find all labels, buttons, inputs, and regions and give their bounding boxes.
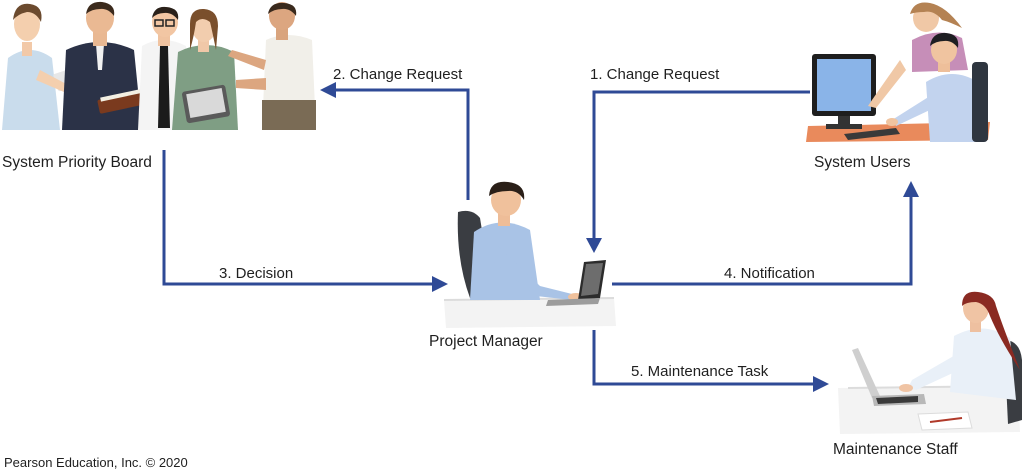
node-label-users: System Users: [814, 154, 911, 171]
edge-label-3: 3. Decision: [219, 265, 293, 282]
staff-illustration: [838, 291, 1022, 434]
node-label-board: System Priority Board: [2, 154, 152, 171]
node-label-manager: Project Manager: [429, 333, 543, 350]
edge-label-2: 2. Change Request: [333, 66, 463, 83]
arrow-4-notification: [612, 181, 919, 286]
arrow-2-change-request: [320, 82, 470, 200]
arrow-5-maintenance-task: [592, 330, 829, 392]
node-label-staff: Maintenance Staff: [833, 441, 958, 458]
manager-illustration: [443, 181, 616, 328]
users-illustration: [806, 2, 990, 142]
board-person-5: [228, 2, 316, 130]
arrow-3-decision: [162, 150, 448, 292]
arrow-1-change-request: [586, 90, 810, 253]
board-illustration: [2, 1, 316, 130]
edge-label-5: 5. Maintenance Task: [631, 363, 769, 380]
edge-label-1: 1. Change Request: [590, 66, 720, 83]
copyright-text: Pearson Education, Inc. © 2020: [4, 455, 188, 470]
board-person-4: [172, 8, 238, 130]
edge-label-4: 4. Notification: [724, 265, 815, 282]
board-person-1: [2, 3, 83, 130]
board-person-2: [62, 1, 157, 130]
